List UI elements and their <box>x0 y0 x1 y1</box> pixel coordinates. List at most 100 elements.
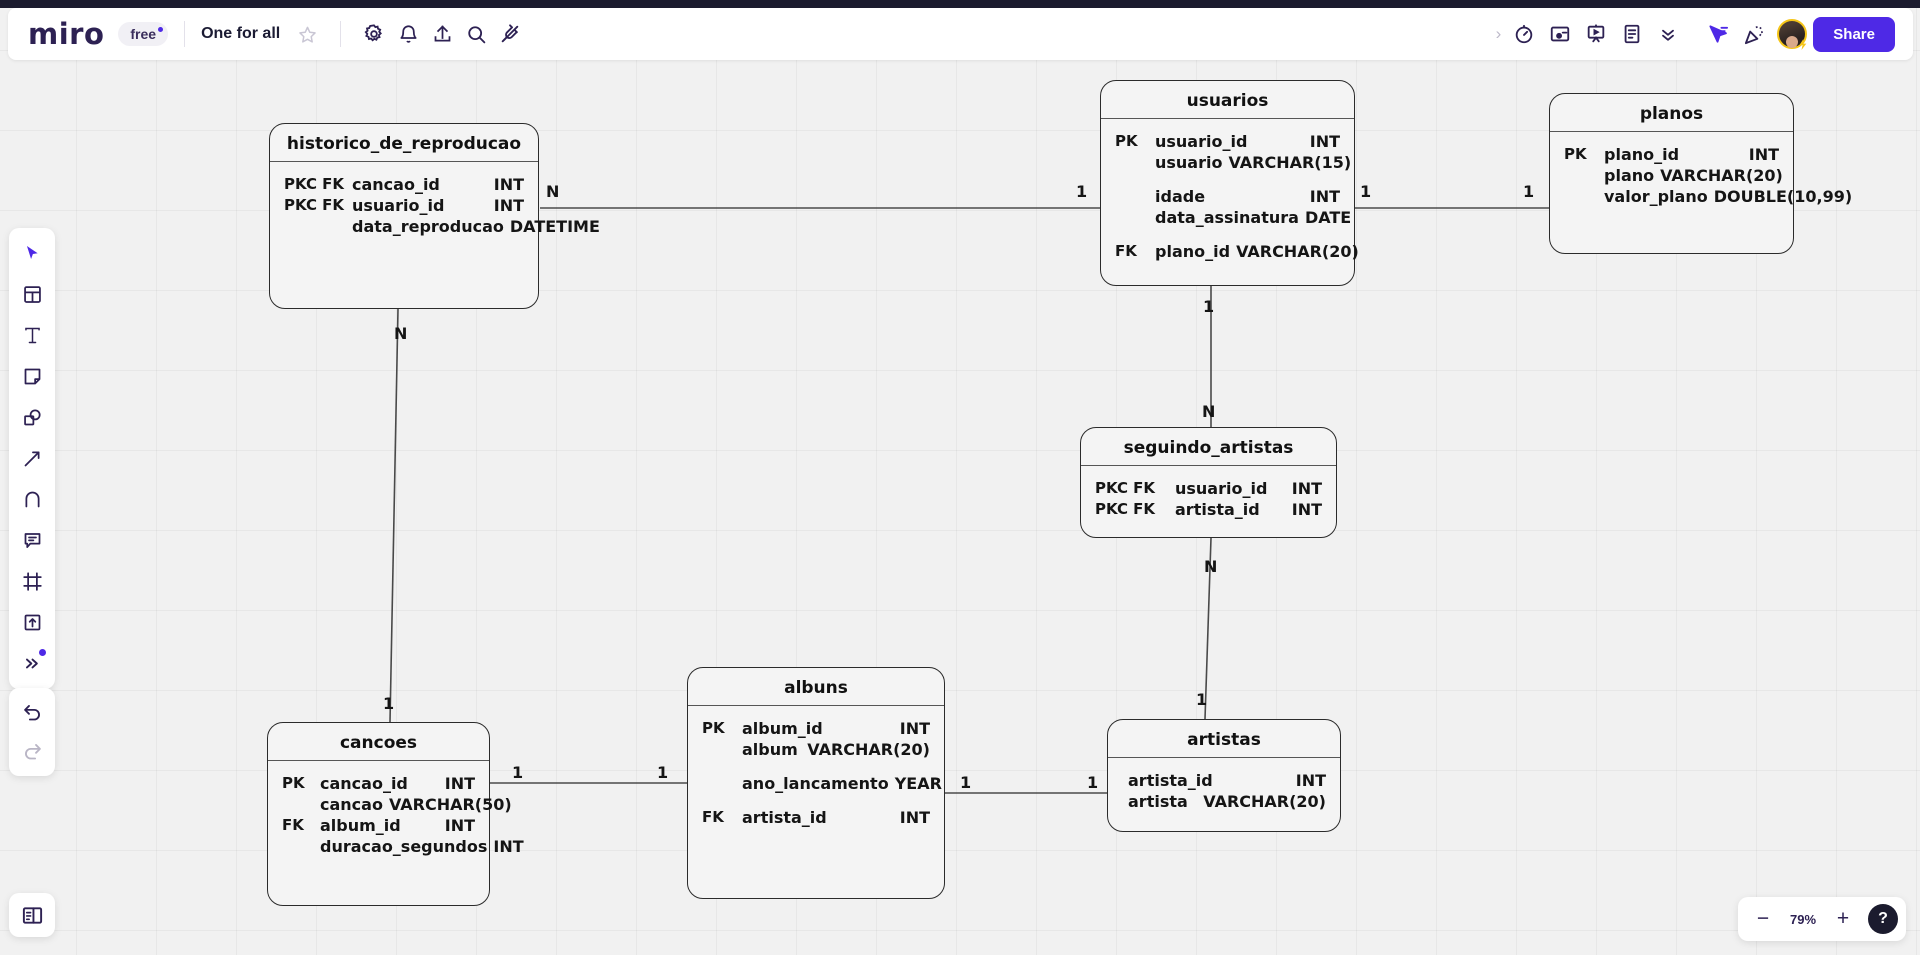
er-attribute-type: INT <box>899 808 930 828</box>
more-tools[interactable] <box>13 644 51 683</box>
er-attribute-key: PK <box>702 718 725 737</box>
er-attribute-type: INT <box>1309 132 1340 151</box>
comment-tool[interactable] <box>13 521 51 560</box>
cardinality-label-usuarios-planos-left: 1 <box>1360 182 1372 201</box>
header-collab-group: Share <box>1697 14 1899 54</box>
sticky-note-tool[interactable] <box>13 357 51 396</box>
cardinality-label-albuns-artistas-left: 1 <box>960 773 972 792</box>
er-entity-title: seguindo_artistas <box>1081 428 1336 466</box>
undo-button[interactable] <box>13 693 51 732</box>
timer-icon[interactable] <box>1507 17 1541 51</box>
er-attribute-type: VARCHAR(20) <box>1660 166 1783 186</box>
undo-redo-group <box>9 688 55 776</box>
frame-tool[interactable] <box>13 562 51 601</box>
help-button[interactable]: ? <box>1868 904 1898 934</box>
cardinality-label-usuarios-planos-right: 1 <box>1523 182 1535 201</box>
er-attribute-name: ano_lancamento <box>742 774 889 794</box>
er-attribute-key: FK <box>702 807 724 826</box>
chevron-right-icon[interactable]: › <box>1495 24 1502 43</box>
pen-tool[interactable] <box>13 480 51 519</box>
more-tools-badge <box>39 649 46 656</box>
cardinality-label-seguindo-artistas-top: N <box>1204 557 1218 576</box>
user-avatar[interactable] <box>1777 19 1808 49</box>
share-button[interactable]: Share <box>1813 16 1895 52</box>
cardinality-label-historico-cancoes-bottom: 1 <box>383 694 395 713</box>
cursor-chat-icon[interactable] <box>1701 17 1735 51</box>
chevron-double-down-icon[interactable] <box>1651 17 1685 51</box>
er-attribute-type: DATE <box>1304 208 1352 228</box>
header-tools-group: › <box>1487 15 1690 53</box>
upload-tool[interactable] <box>13 603 51 642</box>
er-attribute-type: INT <box>899 719 930 738</box>
er-attribute-row: PK album_id INT <box>702 718 930 739</box>
zoom-in-button[interactable]: + <box>1836 907 1850 930</box>
er-attribute-key: FK <box>1115 242 1137 261</box>
presentation-icon[interactable] <box>1579 17 1613 51</box>
plug-icon[interactable] <box>493 17 527 51</box>
gear-icon[interactable] <box>357 17 391 51</box>
connection-line-tool[interactable] <box>13 439 51 478</box>
search-icon[interactable] <box>459 17 493 51</box>
er-attribute-type: VARCHAR(20) <box>1203 792 1326 812</box>
er-attribute-type: INT <box>493 175 524 194</box>
notes-icon[interactable] <box>1615 17 1649 51</box>
select-cursor-tool[interactable] <box>13 234 51 273</box>
plan-badge[interactable]: free <box>118 22 169 46</box>
er-attribute-name: album_id <box>742 719 823 738</box>
er-attribute-name: album <box>742 740 798 760</box>
text-tool[interactable] <box>13 316 51 355</box>
shapes-tool[interactable] <box>13 398 51 437</box>
board-title[interactable]: One for all <box>201 25 281 42</box>
zoom-level-label[interactable]: 79% <box>1789 911 1817 927</box>
er-attribute-type: INT <box>1748 145 1779 164</box>
header-divider-1 <box>184 21 186 47</box>
panel-toggle-button[interactable] <box>9 893 55 937</box>
er-attribute-type: INT <box>493 837 524 857</box>
bell-icon[interactable] <box>391 17 425 51</box>
party-popper-icon[interactable] <box>1737 17 1771 51</box>
templates-tool[interactable] <box>13 275 51 314</box>
zoom-out-button[interactable]: − <box>1756 907 1770 930</box>
er-attribute-type: VARCHAR(50) <box>388 795 512 815</box>
er-entity-title: artistas <box>1108 720 1340 758</box>
er-attribute-type: DOUBLE(10,99) <box>1713 187 1853 207</box>
screen-share-icon[interactable] <box>1543 17 1577 51</box>
er-attribute-name: plano_id <box>1155 242 1231 262</box>
miro-logo[interactable]: miro <box>28 16 105 51</box>
er-attribute-name: data_assinatura <box>1155 208 1299 228</box>
er-attribute-name: artista_id <box>1128 771 1213 790</box>
er-attribute-name: usuario_id <box>352 196 445 216</box>
cardinality-label-cancoes-albuns-right: 1 <box>657 763 669 782</box>
redo-button[interactable] <box>13 732 51 771</box>
er-attribute-name: cancao <box>320 795 383 815</box>
er-attribute-name: valor_plano <box>1604 187 1708 207</box>
er-attribute-type: INT <box>1291 500 1322 520</box>
star-icon[interactable] <box>290 17 324 51</box>
upload-icon[interactable] <box>425 17 459 51</box>
er-attribute-key: PKC FK <box>284 195 345 214</box>
er-attribute-type: INT <box>1295 771 1326 790</box>
avatar-face <box>1786 35 1799 48</box>
